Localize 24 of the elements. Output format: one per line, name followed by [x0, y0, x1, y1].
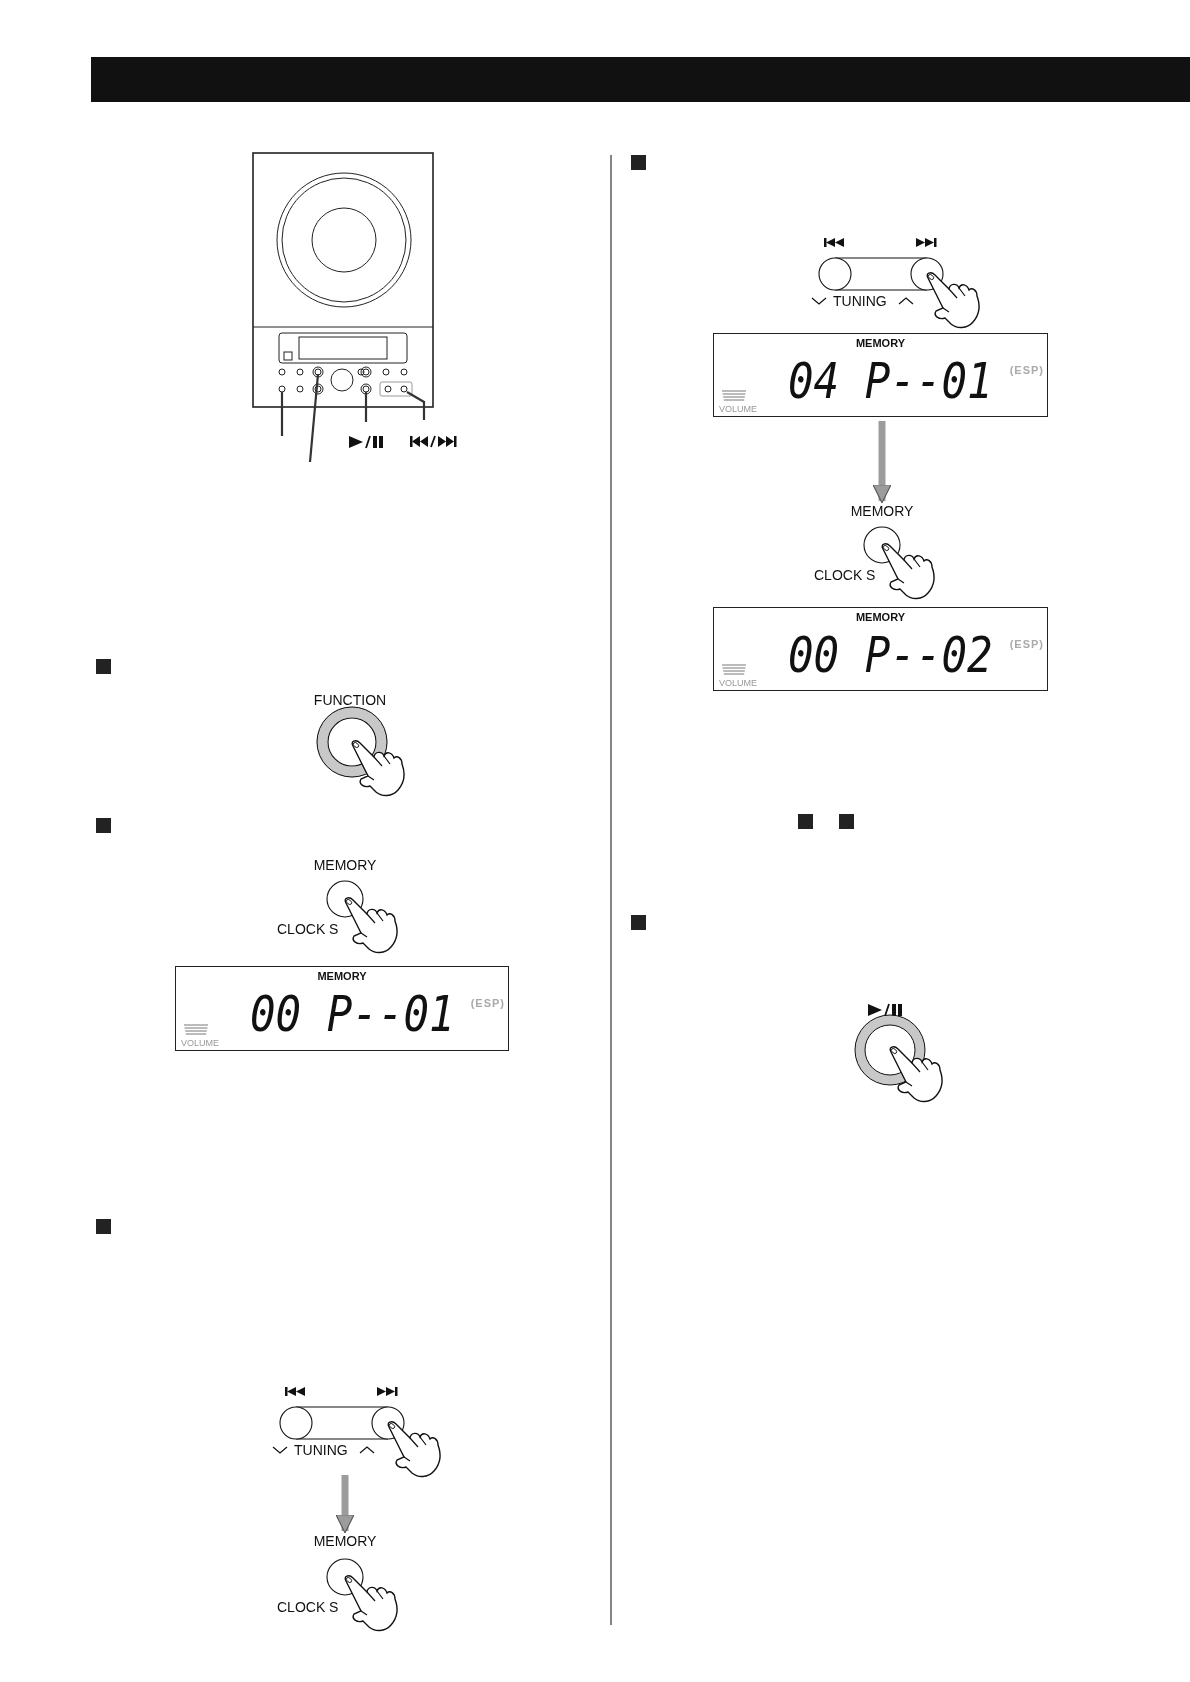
display-indicator: (ESP) [1009, 364, 1044, 376]
display-readout: 00 P--01 [250, 985, 455, 1043]
button-label: MEMORY [312, 857, 378, 873]
button-label: MEMORY [849, 503, 915, 519]
button-label: FUNCTION [312, 692, 388, 708]
button-label: CLOCK S [814, 567, 876, 583]
button-label: CLOCK S [277, 1599, 339, 1615]
volume-indicator: VOLUME [181, 1038, 219, 1048]
lcd-display [713, 333, 1048, 417]
display-indicator: MEMORY [854, 611, 907, 623]
lcd-display [175, 966, 509, 1051]
display-indicator: (ESP) [470, 997, 505, 1009]
lcd-display [713, 607, 1048, 691]
button-label: CLOCK S [277, 921, 339, 937]
button-label: MEMORY [312, 1533, 378, 1549]
button-label: TUNING [294, 1442, 348, 1458]
display-indicator: MEMORY [316, 970, 368, 982]
volume-indicator: VOLUME [719, 678, 757, 688]
display-indicator: MEMORY [854, 337, 907, 349]
button-label: TUNING [833, 293, 887, 309]
display-readout: 00 P--02 [788, 626, 993, 684]
volume-indicator: VOLUME [719, 404, 757, 414]
display-indicator: (ESP) [1009, 638, 1044, 650]
display-readout: 04 P--01 [788, 352, 993, 410]
